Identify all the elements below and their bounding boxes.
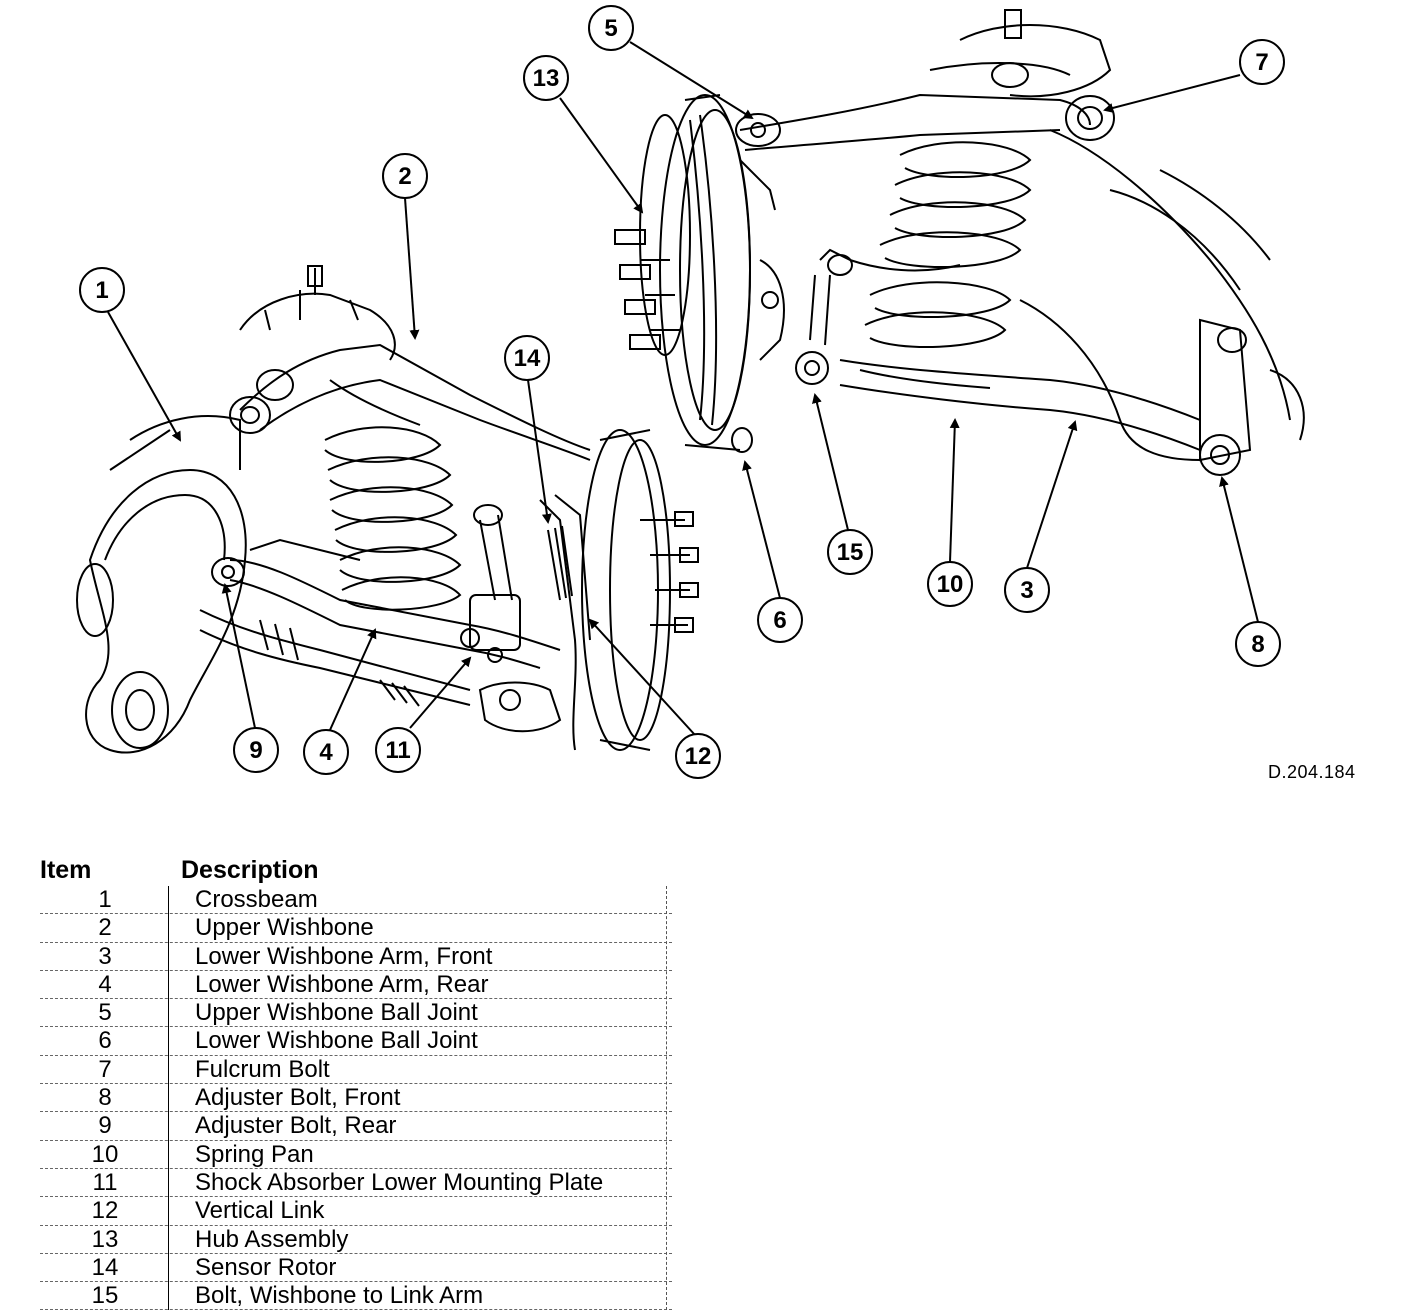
legend-row: 1 Crossbeam [40, 886, 672, 915]
item-number: 6 [98, 1027, 112, 1055]
svg-text:3: 3 [1020, 577, 1033, 604]
legend-row: 2 Upper Wishbone [40, 914, 672, 943]
legend-row: 3 Lower Wishbone Arm, Front [40, 943, 672, 971]
svg-text:9: 9 [249, 737, 262, 764]
svg-text:13: 13 [533, 65, 560, 92]
item-description: Crossbeam [195, 886, 318, 913]
item-description: Upper Wishbone Ball Joint [195, 999, 478, 1027]
callout-8: 8 [1235, 621, 1281, 667]
svg-text:1: 1 [95, 277, 108, 304]
item-number: 7 [98, 1055, 112, 1083]
item-number: 8 [98, 1084, 112, 1112]
legend-row: 15 Bolt, Wishbone to Link Arm [40, 1282, 672, 1311]
callout-14: 14 [504, 335, 550, 381]
svg-text:15: 15 [837, 539, 864, 566]
callout-1: 1 [79, 267, 125, 313]
item-description: Adjuster Bolt, Rear [195, 1112, 397, 1140]
callout-7: 7 [1239, 39, 1285, 85]
callout-13: 13 [523, 55, 569, 101]
legend-row: 11 Shock Absorber Lower Mounting Plate [40, 1168, 672, 1198]
legend-row: 12 Vertical Link [40, 1197, 672, 1226]
item-number: 3 [98, 942, 112, 970]
legend-row: 5 Upper Wishbone Ball Joint [40, 999, 672, 1028]
legend-row: 13 Hub Assembly [40, 1226, 672, 1254]
item-number: 15 [91, 1282, 119, 1310]
item-number: 13 [91, 1225, 119, 1253]
callout-15: 15 [827, 529, 873, 575]
callout-4: 4 [303, 729, 349, 775]
legend-header: Item Description [40, 856, 672, 886]
callout-5: 5 [588, 5, 634, 51]
item-description: Upper Wishbone [195, 914, 374, 942]
item-description: Sensor Rotor [195, 1253, 337, 1281]
legend-row: 8 Adjuster Bolt, Front [40, 1084, 672, 1113]
left-suspension-assembly [76, 265, 699, 754]
suspension-exploded-diagram: 1 2 3 4 5 6 7 8 9 10 11 12 [76, 5, 1305, 779]
item-number: 14 [91, 1253, 119, 1281]
callout-9: 9 [233, 727, 279, 773]
svg-text:4: 4 [319, 739, 333, 766]
item-description: Lower Wishbone Arm, Front [195, 942, 493, 970]
item-description: Bolt, Wishbone to Link Arm [195, 1282, 484, 1310]
svg-text:7: 7 [1255, 49, 1268, 76]
svg-text:12: 12 [685, 743, 712, 770]
figure-code: D.204.184 [1268, 762, 1356, 782]
item-number: 9 [98, 1112, 112, 1140]
item-number: 11 [92, 1168, 118, 1196]
item-description: Vertical Link [195, 1197, 325, 1225]
item-number: 2 [98, 914, 112, 942]
legend-row: 4 Lower Wishbone Arm, Rear [40, 970, 672, 1000]
callout-12: 12 [675, 733, 721, 779]
item-description: Adjuster Bolt, Front [195, 1084, 401, 1112]
item-description: Spring Pan [195, 1140, 314, 1168]
item-description: Fulcrum Bolt [195, 1055, 330, 1083]
item-number: 4 [98, 970, 112, 998]
item-column-header: Item [40, 856, 92, 884]
legend-row: 7 Fulcrum Bolt [40, 1055, 672, 1085]
svg-text:11: 11 [385, 737, 410, 764]
right-suspension-assembly [614, 9, 1305, 476]
legend-row: 6 Lower Wishbone Ball Joint [40, 1027, 672, 1056]
item-number: 10 [91, 1140, 119, 1168]
svg-text:6: 6 [773, 607, 786, 634]
item-description: Lower Wishbone Arm, Rear [195, 970, 489, 998]
item-number: 1 [98, 886, 112, 913]
item-description: Hub Assembly [195, 1225, 349, 1253]
svg-text:14: 14 [514, 345, 541, 372]
svg-text:8: 8 [1251, 631, 1264, 658]
callout-6: 6 [757, 597, 803, 643]
item-number: 5 [98, 999, 112, 1027]
svg-text:5: 5 [604, 15, 617, 42]
callout-11: 11 [375, 727, 421, 773]
item-description: Shock Absorber Lower Mounting Plate [195, 1168, 604, 1196]
callout-2: 2 [382, 153, 428, 199]
item-description: Lower Wishbone Ball Joint [195, 1027, 478, 1055]
callout-3: 3 [1004, 567, 1050, 613]
svg-text:2: 2 [398, 163, 411, 190]
legend-row: 9 Adjuster Bolt, Rear [40, 1112, 672, 1141]
legend-row: 10 Spring Pan [40, 1141, 672, 1169]
svg-text:10: 10 [937, 571, 964, 598]
callout-10: 10 [927, 561, 973, 607]
legend-row: 14 Sensor Rotor [40, 1253, 672, 1283]
description-column-header: Description [181, 856, 319, 884]
callout-arrows [107, 41, 1259, 736]
item-number: 12 [91, 1197, 119, 1225]
